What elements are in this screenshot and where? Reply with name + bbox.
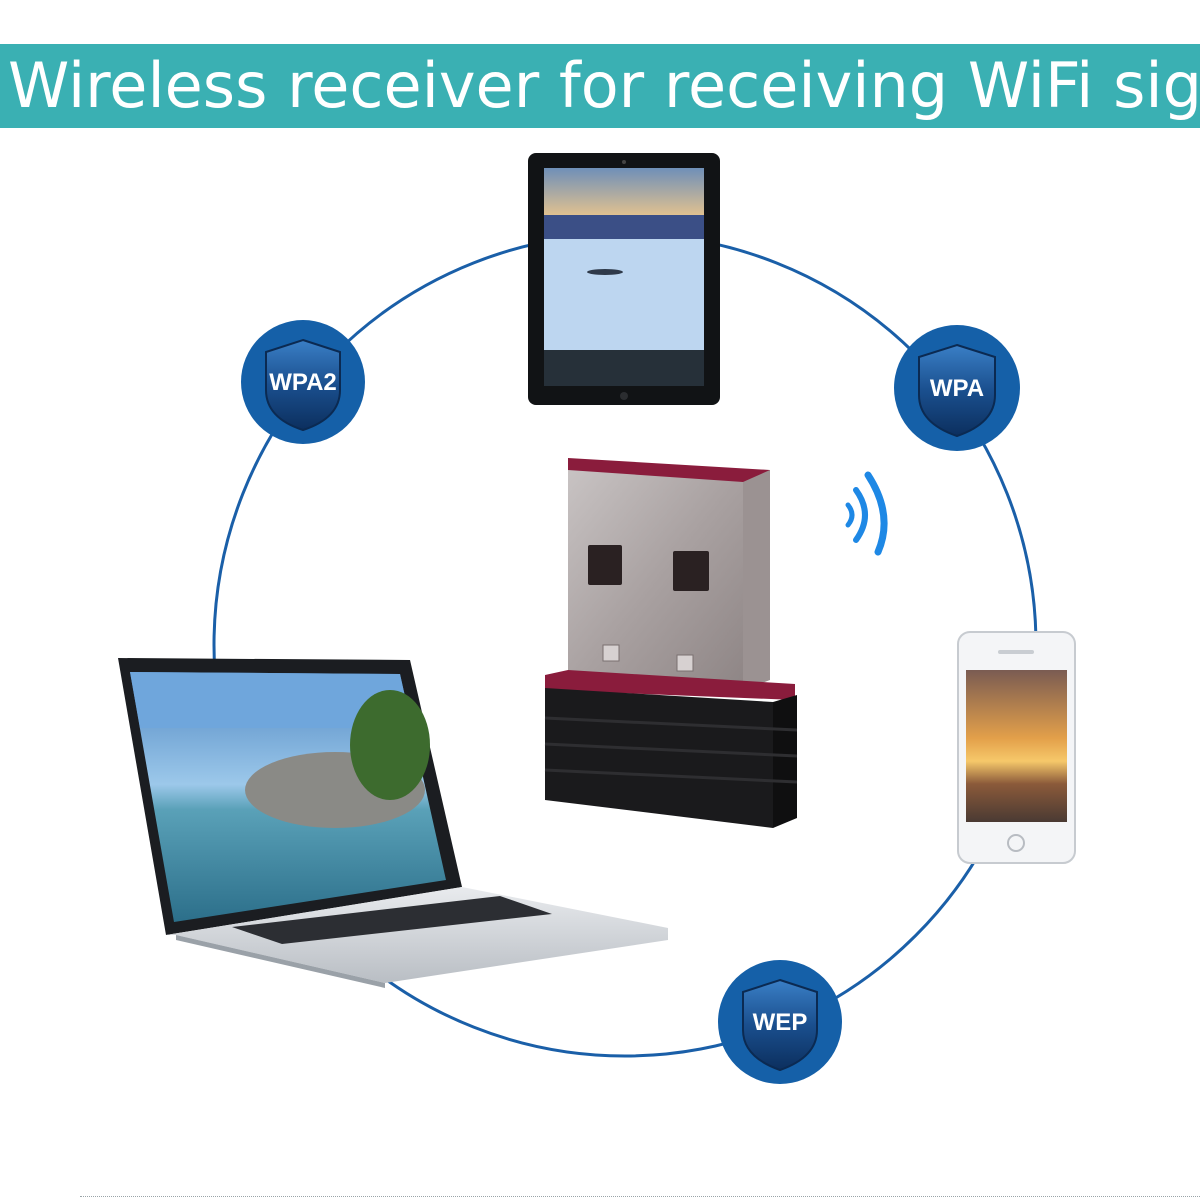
wpa-badge: WPA bbox=[894, 325, 1020, 451]
usb-wifi-adapter bbox=[544, 458, 798, 828]
footer-divider bbox=[80, 1196, 1200, 1197]
wpa2-label: WPA2 bbox=[269, 369, 337, 396]
wifi-signal-icon bbox=[845, 471, 888, 556]
shield-icon bbox=[918, 343, 996, 438]
wpa2-badge: WPA2 bbox=[241, 320, 365, 444]
banner-title: Wireless receiver for receiving WiFi sig… bbox=[8, 49, 1200, 122]
laptop-icon bbox=[118, 658, 668, 988]
wep-badge: WEP bbox=[718, 960, 842, 1084]
wep-label: WEP bbox=[753, 1009, 808, 1036]
wpa-label: WPA bbox=[930, 375, 984, 402]
smartphone-icon bbox=[957, 631, 1076, 864]
tablet-icon bbox=[528, 153, 720, 405]
shield-icon bbox=[742, 978, 818, 1072]
title-banner: Wireless receiver for receiving WiFi sig… bbox=[0, 44, 1200, 128]
shield-icon bbox=[265, 338, 341, 432]
